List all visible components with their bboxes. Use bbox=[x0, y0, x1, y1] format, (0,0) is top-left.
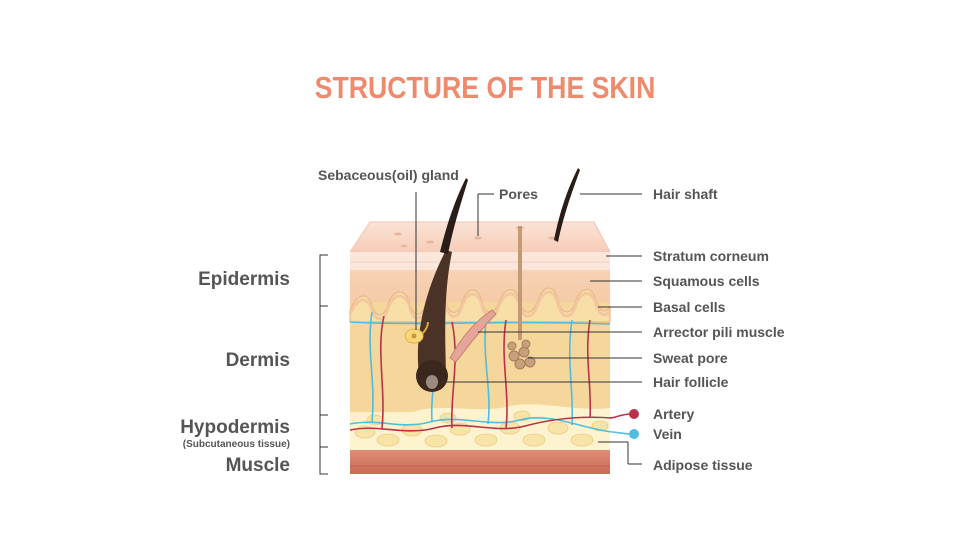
artery-vessels bbox=[349, 315, 613, 432]
label-hair-shaft: Hair shaft bbox=[653, 186, 718, 202]
label-dermis: Dermis bbox=[225, 350, 290, 371]
label-subcutaneous-tissue: (Subcutaneous tissue) bbox=[182, 439, 290, 450]
pore bbox=[394, 232, 402, 236]
label-pores: Pores bbox=[499, 186, 538, 202]
vein-marker bbox=[629, 429, 639, 439]
label-squamous-cells: Squamous cells bbox=[653, 273, 760, 289]
label-artery: Artery bbox=[653, 406, 695, 422]
label-vein: Vein bbox=[653, 426, 682, 442]
label-basal-cells: Basal cells bbox=[653, 299, 726, 315]
label-stratum-corneum: Stratum corneum bbox=[653, 248, 769, 264]
pore bbox=[474, 236, 482, 240]
hair-shaft-right bbox=[554, 168, 580, 242]
stratum-corneum-layer bbox=[350, 252, 610, 270]
pointer-lines bbox=[415, 192, 642, 465]
pore bbox=[401, 244, 407, 248]
label-sweat-pore: Sweat pore bbox=[653, 350, 728, 366]
label-hypodermis: Hypodermis bbox=[180, 417, 290, 438]
muscle-layer bbox=[350, 450, 610, 474]
label-muscle: Muscle bbox=[225, 455, 290, 476]
label-arrector-pili: Arrector pili muscle bbox=[653, 324, 785, 340]
hair-follicle bbox=[417, 250, 452, 380]
label-sebaceous-gland: Sebaceous(oil) gland bbox=[318, 167, 459, 183]
label-adipose-tissue: Adipose tissue bbox=[653, 457, 753, 473]
hair-shaft bbox=[440, 178, 468, 254]
artery-marker bbox=[629, 409, 639, 419]
label-hair-follicle: Hair follicle bbox=[653, 374, 729, 390]
arrector-pili bbox=[449, 309, 497, 363]
page-title: STRUCTURE OF THE SKIN bbox=[314, 70, 656, 105]
pore bbox=[548, 236, 556, 240]
sweat-coil bbox=[507, 339, 536, 370]
layer-brackets bbox=[319, 254, 328, 475]
pore bbox=[426, 240, 434, 244]
label-epidermis: Epidermis bbox=[198, 269, 290, 290]
